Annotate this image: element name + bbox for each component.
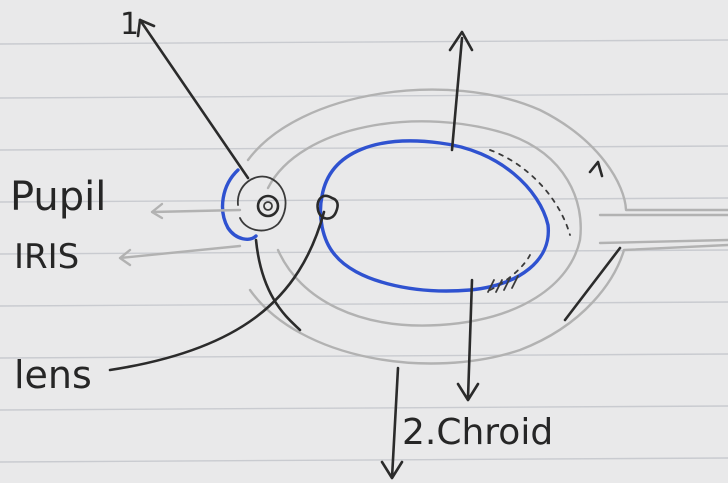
iris-lower-curve — [256, 240, 300, 330]
label-iris: IRIS — [14, 237, 79, 277]
iris-pointer-arrow — [120, 246, 240, 265]
label-choroid: 2.Chroid — [402, 412, 553, 453]
marker-1-pointer — [140, 20, 248, 178]
label-pupil: Pupil — [10, 174, 106, 220]
choroid-arrow-1 — [382, 368, 402, 478]
pupil-circle — [258, 196, 278, 216]
right-small-arrow — [590, 162, 602, 176]
label-top-marker: 1 — [120, 7, 139, 42]
lens-pointer-curve — [110, 212, 324, 370]
choroid-arrow-2 — [458, 280, 478, 400]
pupil-pointer-arrow — [152, 204, 240, 218]
top-arrow-shaft — [452, 38, 462, 150]
middle-layer-outline — [268, 121, 581, 325]
outer-layer-outline — [248, 90, 728, 210]
inner-chamber-outline — [321, 141, 549, 291]
label-lens: lens — [14, 353, 92, 397]
optic-nerve-lines — [600, 215, 728, 243]
pupil-center — [264, 202, 272, 210]
